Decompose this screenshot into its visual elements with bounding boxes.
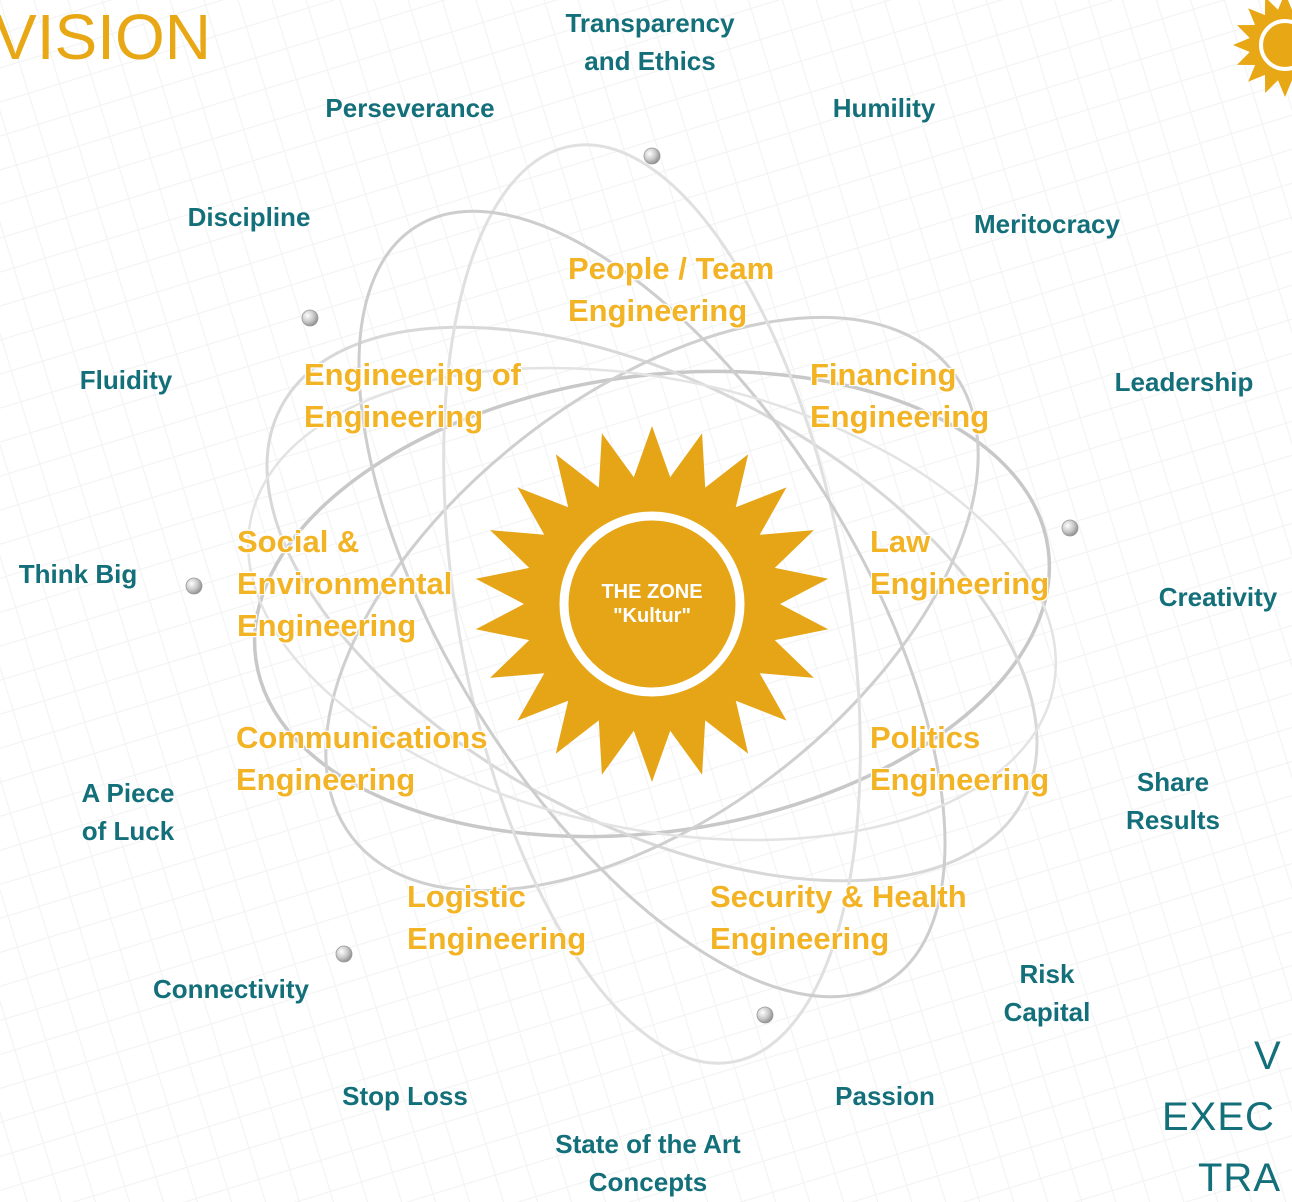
eng-people-team: People / Team Engineering [568,248,774,332]
value-stop-loss: Stop Loss [342,1077,468,1115]
eng-line: Engineering of [304,357,521,392]
value-line: Perseverance [325,93,495,123]
value-line: Connectivity [152,974,310,1004]
value-line: Discipline [187,202,311,232]
eng-line: Engineering [810,399,990,434]
orbit-ring [252,369,1052,839]
zone-label-line2: "Kultur" [613,605,691,627]
value-line: and Ethics [584,46,716,76]
value-line: Passion [835,1081,935,1111]
value-line: Humility [832,93,936,123]
eng-line: Communications [236,720,488,755]
eng-line: Engineering [568,293,748,328]
eng-logistic: Logistic Engineering [407,876,586,960]
orbit-ring [246,366,1058,842]
orbit-bead [301,309,319,327]
value-line: Transparency [565,8,735,38]
value-think-big: Think Big [19,555,137,593]
value-passion: Passion [835,1077,935,1115]
eng-line: Law [870,524,931,559]
orbit-bead [756,1006,774,1024]
value-discipline: Discipline [188,198,311,236]
eng-line: Engineering [710,921,890,956]
corner-label-line2: EXEC [1162,1095,1275,1139]
value-transparency-ethics: Transparency and Ethics [565,4,734,80]
orbit-ring [265,325,1039,883]
eng-line: Security & Health [710,879,967,914]
orbit-bead [335,945,353,963]
eng-line: Engineering [237,608,417,643]
eng-line: Environmental [237,566,453,601]
sun-inner-ring [559,511,745,697]
vision-title: VISION [0,1,211,73]
orbit-bead [185,577,203,595]
eng-line: Financing [810,357,957,392]
value-line: A Piece [81,778,175,808]
orbit-ring [357,209,947,999]
value-line: Concepts [588,1167,708,1197]
orbit-bead [1061,519,1079,537]
eng-line: Logistic [407,879,526,914]
orbit-group [246,143,1058,1065]
value-line: Creativity [1158,582,1278,612]
zone-label-line1: THE ZONE [601,581,703,603]
eng-financing: Financing Engineering [810,354,989,438]
eng-line: Engineering [236,762,416,797]
eng-line: Politics [870,720,981,755]
value-share-results: Share Results [1126,763,1220,839]
value-fluidity: Fluidity [80,361,172,399]
orbit-bead [643,147,661,165]
zone-label: THE ZONE "Kultur" [601,580,702,628]
eng-politics: Politics Engineering [870,717,1049,801]
value-humility: Humility [833,89,936,127]
bead-group [185,147,1079,1024]
orbit-ring [324,315,980,893]
eng-line: Engineering [407,921,587,956]
eng-line: People / Team [568,251,775,286]
value-connectivity: Connectivity [153,970,309,1008]
value-leadership: Leadership [1115,363,1254,401]
corner-label-line1: V [1254,1034,1282,1078]
value-line: Share [1136,767,1210,797]
value-line: State of the Art [555,1129,741,1159]
eng-line: Engineering [304,399,484,434]
value-line: Meritocracy [974,209,1120,239]
eng-engineering-of: Engineering of Engineering [304,354,521,438]
eng-line: Social & [237,524,360,559]
value-line: Stop Loss [342,1081,468,1111]
corner-sun-ring [1259,19,1292,71]
eng-social-environmental: Social & Environmental Engineering [237,521,452,647]
corner-label-line3: TRA [1198,1156,1281,1200]
value-line: Leadership [1114,367,1254,397]
value-line: Results [1126,805,1220,835]
value-risk-capital: Risk Capital [1004,955,1091,1031]
eng-line: Engineering [870,566,1050,601]
value-line: Risk [1019,959,1075,989]
value-line: of Luck [81,816,175,846]
eng-security-health: Security & Health Engineering [710,876,967,960]
eng-communications: Communications Engineering [236,717,487,801]
value-piece-of-luck: A Piece of Luck [82,774,175,850]
orbit-ring [442,143,862,1065]
value-state-of-the-art: State of the Art Concepts [555,1125,740,1201]
value-perseverance: Perseverance [325,89,494,127]
value-line: Capital [1003,997,1091,1027]
value-line: Think Big [18,559,138,589]
sun-icon [475,426,829,782]
eng-law: Law Engineering [870,521,1049,605]
value-meritocracy: Meritocracy [974,205,1120,243]
eng-line: Engineering [870,762,1050,797]
value-creativity: Creativity [1159,578,1278,616]
value-line: Fluidity [79,365,173,395]
